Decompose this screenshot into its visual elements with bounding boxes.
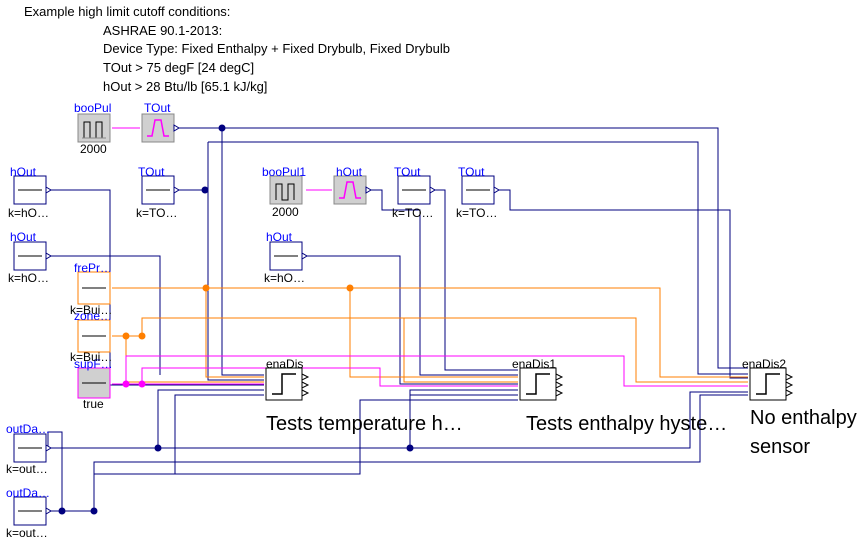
tOut-const3-name: TOut xyxy=(458,165,485,179)
booPul-param: 2000 xyxy=(80,142,107,156)
tOut-ramp-name: TOut xyxy=(144,101,171,115)
constant-outputs xyxy=(45,124,500,515)
outDa1-name: outDa… xyxy=(6,422,51,436)
hOut-ramp-block[interactable] xyxy=(333,175,367,205)
enaDis-blocks[interactable] xyxy=(265,367,787,401)
tOut-const1-name: TOut xyxy=(138,165,165,179)
enaDis2-name: enaDis2 xyxy=(742,357,787,371)
tOut-const3-param: k=TO… xyxy=(456,206,498,220)
enaDis-name: enaDis xyxy=(266,357,304,371)
integer-junctions xyxy=(122,284,354,340)
booPul-block[interactable] xyxy=(77,113,111,143)
enaDis1-name: enaDis1 xyxy=(512,357,557,371)
real-constant-lines xyxy=(18,189,490,512)
tOut-const2-name: TOut xyxy=(394,165,421,179)
outDa2-name: outDa… xyxy=(6,486,51,500)
hOut-const3-name: hOut xyxy=(266,230,293,244)
header-line-1: Example high limit cutoff conditions: xyxy=(24,4,231,19)
zone-name: zone… xyxy=(74,309,113,323)
booPul1-param: 2000 xyxy=(272,205,299,219)
zone-param: k=Bui… xyxy=(70,350,113,364)
supF-param: true xyxy=(83,397,104,411)
header-line-2: ASHRAE 90.1-2013: xyxy=(103,23,223,38)
hOut-const2-param: k=hO… xyxy=(8,271,50,285)
real-junctions xyxy=(58,124,414,515)
supF-block[interactable] xyxy=(77,367,111,399)
real-connections xyxy=(47,127,748,512)
integer-constant-lines xyxy=(82,287,106,337)
hOut-ramp-name: hOut xyxy=(336,165,363,179)
booPul-name: booPul xyxy=(74,101,112,115)
booPul1-name: booPul1 xyxy=(262,165,307,179)
boolean-connections xyxy=(112,127,748,387)
hOut-const3-param: k=hO… xyxy=(264,271,306,285)
tOut-ramp-block[interactable] xyxy=(141,113,175,143)
header-line-4: TOut > 75 degF [24 degC] xyxy=(103,60,255,75)
test1-description: Tests temperature h… xyxy=(266,413,463,435)
hOut-const1-param: k=hO… xyxy=(8,206,50,220)
tOut-const1-param: k=TO… xyxy=(136,206,178,220)
test3-description-line1: No enthalpy xyxy=(750,407,857,429)
outDa1-param: k=out… xyxy=(6,462,48,476)
booPul1-block[interactable] xyxy=(269,175,303,205)
hOut-const2-name: hOut xyxy=(10,230,37,244)
enaDis-outputs xyxy=(301,373,794,397)
header-line-3: Device Type: Fixed Enthalpy + Fixed Dryb… xyxy=(103,41,450,56)
frePr-name: frePr… xyxy=(74,261,113,275)
header-line-5: hOut > 28 Btu/lb [65.1 kJ/kg] xyxy=(103,79,268,94)
frePr-param: k=Bui… xyxy=(70,303,113,317)
supF-name: supF… xyxy=(74,357,113,371)
test2-description: Tests enthalpy hyste… xyxy=(526,413,728,435)
hOut-const1-name: hOut xyxy=(10,165,37,179)
boolean-junctions xyxy=(122,380,146,388)
outDa2-param: k=out… xyxy=(6,526,48,540)
test3-description-line2: sensor xyxy=(750,436,811,458)
tOut-const2-param: k=TO… xyxy=(392,206,434,220)
